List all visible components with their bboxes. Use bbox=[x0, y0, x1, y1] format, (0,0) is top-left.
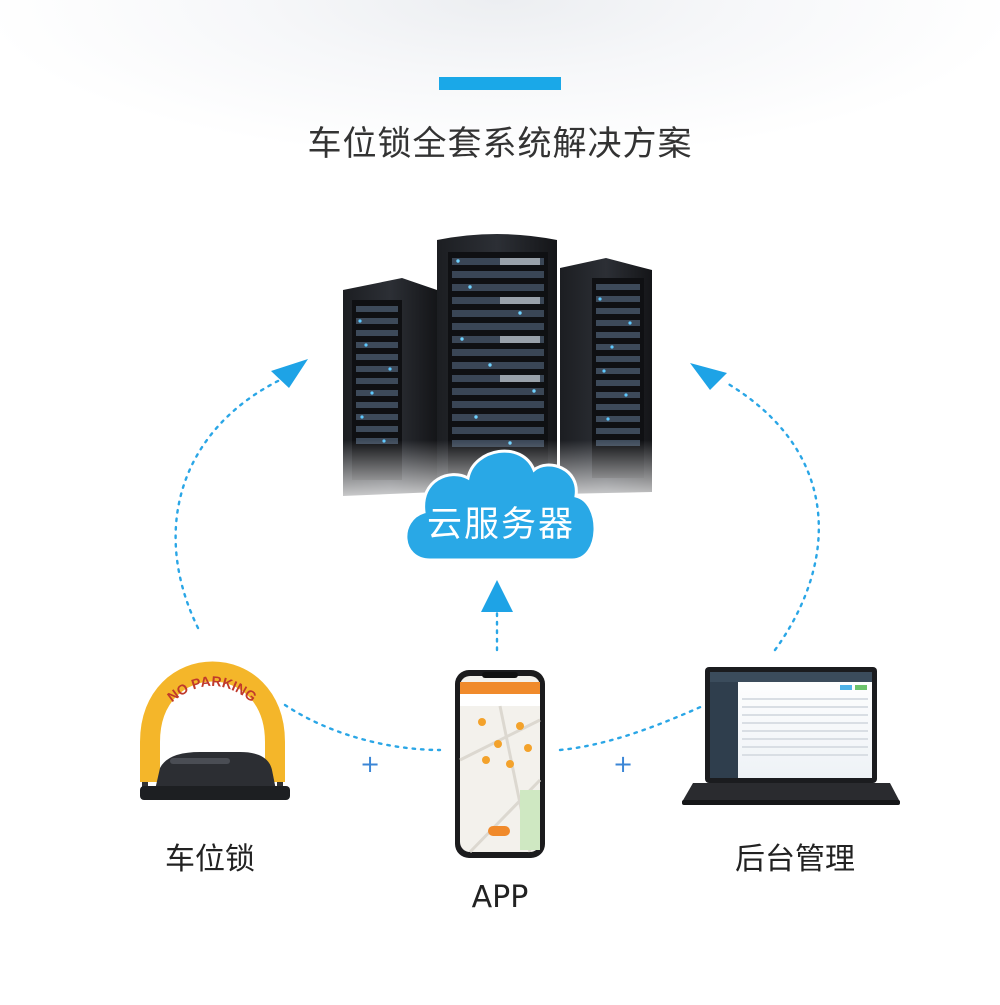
backend-label: 后台管理 bbox=[735, 842, 855, 877]
top-glow bbox=[0, 0, 1000, 220]
laptop-image bbox=[682, 667, 900, 805]
server-rack-right bbox=[560, 258, 652, 494]
server-racks bbox=[330, 234, 670, 510]
phone-image bbox=[455, 670, 545, 858]
arc-backend-to-server bbox=[723, 380, 821, 652]
parking-lock-image: NO PARKING bbox=[140, 661, 290, 800]
app-label: APP bbox=[471, 880, 529, 915]
lock-label: 车位锁 bbox=[165, 842, 255, 877]
arc-lock-to-server bbox=[174, 378, 282, 630]
arrow-right-icon bbox=[690, 363, 727, 390]
connector-arcs bbox=[174, 378, 821, 752]
arrow-left-icon bbox=[271, 359, 308, 388]
cloud-icon bbox=[404, 449, 597, 562]
plus-icon-right: + bbox=[612, 750, 634, 778]
page-title: 车位锁全套系统解决方案 bbox=[307, 124, 693, 164]
arc-app-to-backend bbox=[558, 703, 707, 752]
plus-icon-left: + bbox=[359, 750, 381, 778]
cloud-server-label: 云服务器 bbox=[426, 505, 575, 545]
accent-bar bbox=[439, 77, 561, 90]
arrow-up-icon bbox=[481, 580, 513, 612]
arc-lock-to-app bbox=[283, 703, 442, 752]
